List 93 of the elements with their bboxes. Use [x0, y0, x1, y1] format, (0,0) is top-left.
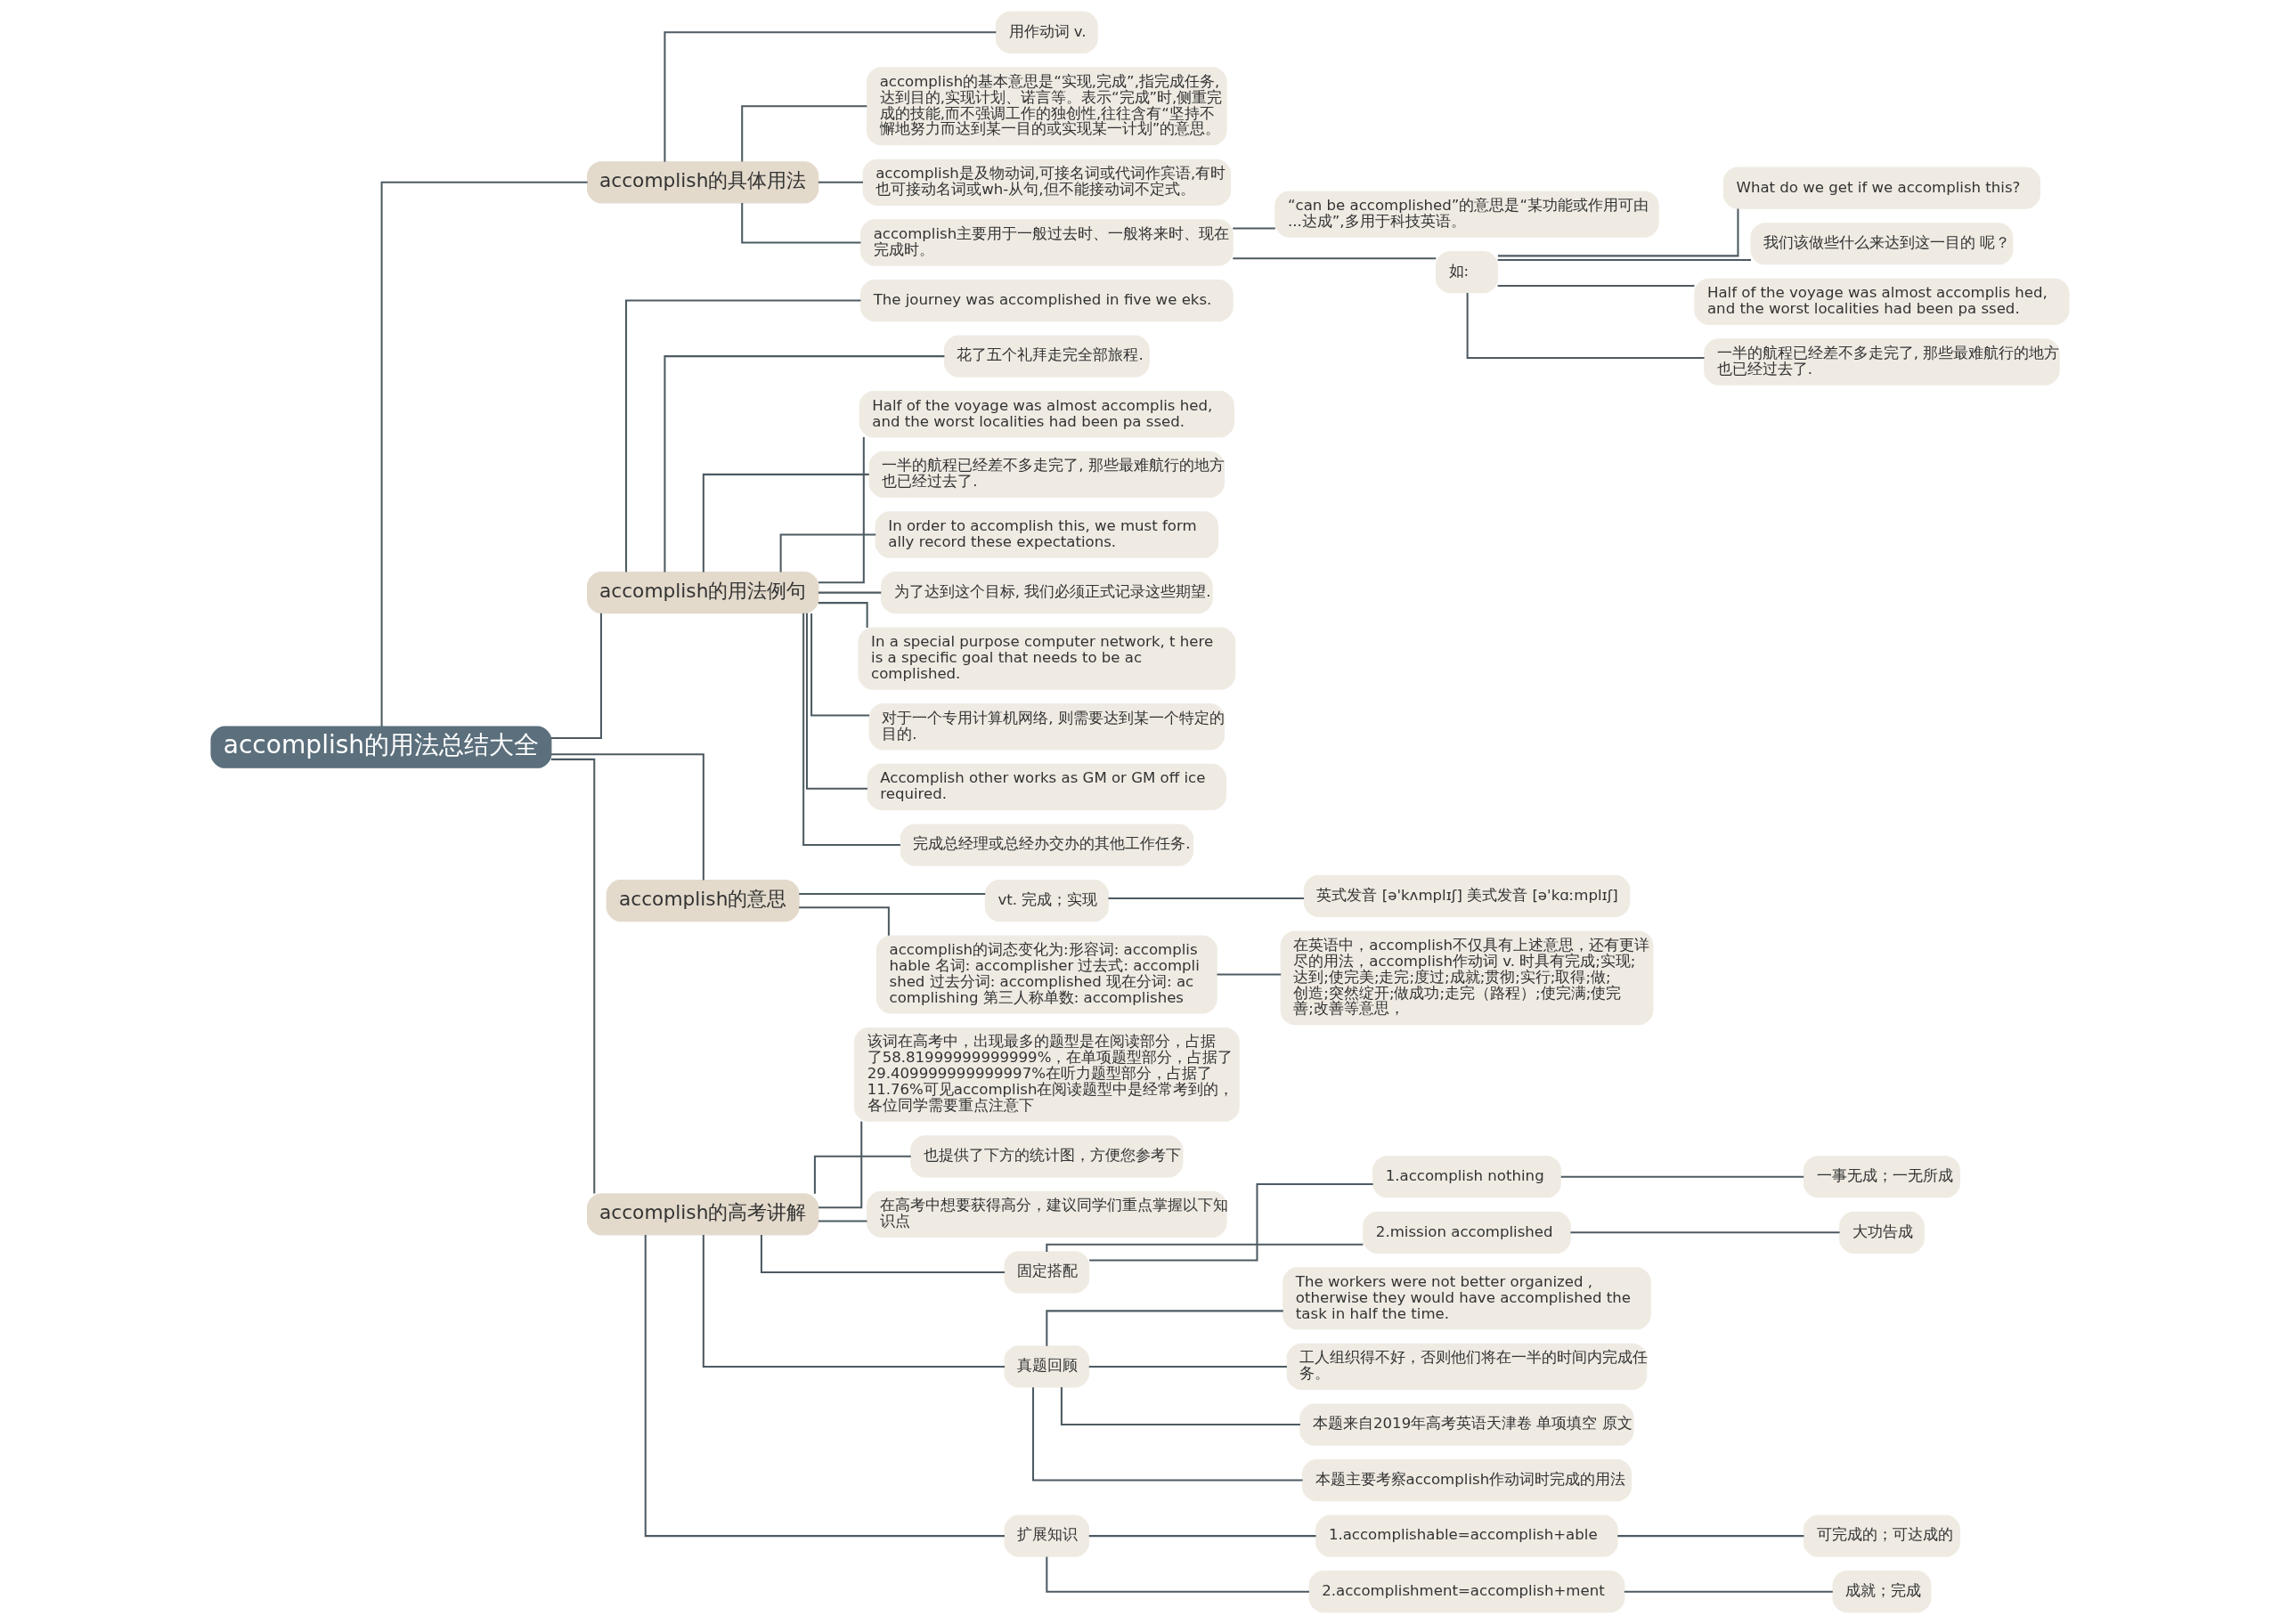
node-box: Accomplish other works as GM or GM off ice required. — [867, 763, 1227, 811]
connector — [1466, 293, 1705, 360]
node-box: The workers were not better organized , otherwise they would have accomplished the task in half the time. — [1282, 1267, 1651, 1330]
node-box: 花了五个礼拜走完全部旅程. — [943, 335, 1150, 378]
node-box: accomplish的意思 — [606, 879, 800, 922]
node-box: 一半的航程已经差不多走完了, 那些最难航行的地方也已经过去了. — [1704, 338, 2060, 386]
connector — [1032, 1387, 1303, 1482]
connector — [1560, 1175, 1804, 1178]
node-box: 对于一个专用计算机网络, 则需要达到某一个特定的目的. — [868, 703, 1226, 751]
connector — [664, 31, 997, 162]
node-box: In a special purpose computer network, t here is a specific goal that needs to be ac complished. — [858, 627, 1236, 690]
node-box: accomplish的用法例句 — [587, 572, 819, 614]
node-box: 工人组织得不好，否则他们将在一半的时间内完成任务。 — [1286, 1343, 1648, 1391]
node-box: Half of the voyage was almost accomplis hed, and the worst localities had been pa ssed. — [859, 391, 1234, 438]
connector — [1233, 227, 1275, 230]
connector — [1617, 1535, 1804, 1538]
node-box: 可完成的；可达成的 — [1803, 1514, 1960, 1557]
connector — [1497, 259, 1751, 262]
node-box: 用作动词 v. — [995, 11, 1098, 53]
connector — [644, 1235, 1005, 1538]
node-box: 完成总经理或总经办交办的其他工作任务. — [900, 824, 1193, 866]
node-box: 我们该做些什么来达到这一目的 呢？ — [1750, 223, 2014, 265]
connector — [802, 613, 900, 847]
node-box: accomplish的具体用法 — [587, 161, 819, 204]
node-box: 一事无成；一无所成 — [1803, 1156, 1960, 1198]
connector — [805, 613, 867, 790]
node-box: 大功告成 — [1839, 1211, 1925, 1254]
connector — [702, 1234, 1006, 1368]
node-box: 该词在高考中，出现最多的题型是在阅读部分，占据了58.81999999999999%，在单项题型部分，占据了29.409999999999997%在听力题型部分，占据了11.76%可见accomplish在阅读题型中是经常考到的，各位同学需要重点注意下 — [853, 1027, 1240, 1122]
node-box: “can be accomplished”的意思是“某功能或作用可由...达成”,多用于科技英语。 — [1274, 191, 1659, 238]
connector — [380, 181, 588, 727]
connector — [625, 299, 861, 572]
node-box: The journey was accomplished in five we eks. — [860, 279, 1234, 322]
node-box: 真题回顾 — [1004, 1345, 1090, 1388]
node-box: 成就；完成 — [1832, 1571, 1932, 1613]
node-box: accomplish的高考讲解 — [587, 1193, 819, 1236]
connector — [1570, 1231, 1840, 1234]
connector — [550, 758, 596, 1194]
node-box: accomplish的用法总结大全 — [210, 726, 552, 768]
connector — [1624, 1590, 1833, 1593]
node-box: 英式发音 [ə'kʌmplɪʃ] 美式发音 [ə'kɑːmplɪʃ] — [1303, 874, 1631, 918]
connector — [799, 892, 986, 895]
node-box: In order to accomplish this, we must form ally record these expectations. — [875, 511, 1219, 558]
connector — [741, 203, 861, 244]
connector — [550, 613, 602, 740]
connector — [702, 473, 869, 572]
connector — [810, 613, 870, 717]
connector — [741, 105, 867, 162]
node-box: 本题主要考察accomplish作动词时完成的用法 — [1301, 1458, 1633, 1502]
node-box: 也提供了下方的统计图，方便您参考下 — [910, 1135, 1184, 1178]
connector — [818, 181, 863, 183]
node-box: 1.accomplish nothing — [1372, 1156, 1561, 1198]
node-box: 扩展知识 — [1004, 1514, 1090, 1557]
node-box: 一半的航程已经差不多走完了, 那些最难航行的地方也已经过去了. — [868, 451, 1226, 499]
node-box: accomplish的词态变化为:形容词: accomplis hable 名词: accomplisher 过去式: accompli shed 过去分词: accomplished 现在分词: ac complishing 第三人称单数: accomplishes — [875, 935, 1217, 1014]
connector — [1088, 1535, 1316, 1538]
connector — [664, 355, 945, 572]
connector — [1060, 1387, 1300, 1426]
node-box: 在英语中，accomplish不仅具有上述意思，还有更详尽的用法，accomplish作动词 v. 时具有完成;实现;达到;使完美;走完;度过;成就;贯彻;实行;取得;做;创造;突然绽开;做成功;走完（路程）;使完满;使完善;改善等意思， — [1280, 930, 1654, 1026]
connector — [1497, 208, 1739, 257]
connector — [550, 753, 704, 881]
node-box: Half of the voyage was almost accomplis hed, and the worst localities had been pa ssed. — [1694, 278, 2070, 325]
connector — [1233, 257, 1437, 260]
connector — [818, 602, 868, 629]
node-box: 1.accomplishable=accomplish+able — [1315, 1514, 1618, 1557]
connector — [813, 1155, 911, 1194]
node-box: 本题来自2019年高考英语天津卷 单项填空 原文 — [1299, 1403, 1634, 1446]
node-box: accomplish的基本意思是“实现,完成”,指完成任务,达到目的,实现计划、诺言等。表示“完成”时,侧重完成的技能,而不强调工作的独创性,往往含有“坚持不懈地努力而达到某一目的或实现某一计划”的意思。 — [867, 67, 1227, 146]
connector — [818, 591, 882, 594]
node-box: accomplish主要用于一般过去时、一般将来时、现在完成时。 — [860, 219, 1234, 266]
connector — [818, 1220, 867, 1222]
connector — [1108, 897, 1305, 900]
connector — [1497, 284, 1695, 287]
connector — [1046, 1243, 1364, 1252]
node-box: 如: — [1435, 251, 1499, 294]
node-box: 固定搭配 — [1004, 1251, 1090, 1294]
node-box: 为了达到这个目标, 我们必须正式记录这些期望. — [880, 572, 1213, 614]
connector — [1046, 1310, 1283, 1346]
node-box: 2.accomplishment=accomplish+ment — [1308, 1571, 1625, 1613]
node-box: 在高考中想要获得高分，建议同学们重点掌握以下知识点 — [867, 1190, 1227, 1238]
connector — [1217, 973, 1282, 976]
connector — [1046, 1556, 1309, 1593]
connector — [818, 1121, 863, 1209]
connector — [818, 437, 865, 584]
connector — [760, 1235, 1006, 1273]
node-box: What do we get if we accomplish this? — [1722, 166, 2040, 209]
connector — [799, 906, 890, 936]
node-box: accomplish是及物动词,可接名词或代词作宾语,有时也可接动名词或wh-从句,但不能接动词不定式。 — [862, 158, 1232, 206]
node-box: vt. 完成；实现 — [984, 879, 1109, 922]
connector — [1088, 1365, 1287, 1368]
connector — [1089, 1183, 1373, 1262]
connector — [779, 533, 876, 572]
node-box: 2.mission accomplished — [1363, 1211, 1571, 1254]
